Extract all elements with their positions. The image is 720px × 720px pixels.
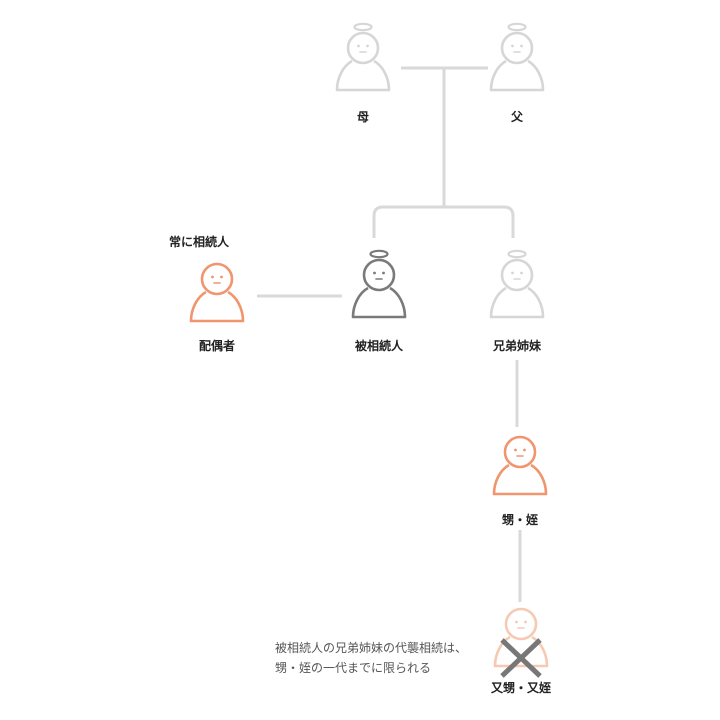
explanation-note-line2: 甥・姪の一代までに限られる bbox=[275, 661, 431, 675]
mother-figure bbox=[335, 22, 391, 92]
sibling-figure bbox=[489, 249, 545, 319]
person-figure-icon bbox=[189, 262, 245, 323]
spouse-label: 配偶者 bbox=[199, 338, 235, 353]
explanation-note-line1: 被相続人の兄弟姉妹の代襲相続は、 bbox=[275, 640, 467, 655]
sibling-label: 兄弟姉妹 bbox=[492, 338, 542, 353]
spouse-note: 常に相続人 bbox=[169, 234, 230, 249]
father-figure bbox=[489, 22, 545, 92]
mother-label: 母 bbox=[357, 110, 369, 124]
cross-icon bbox=[500, 638, 542, 678]
children-bracket-connector bbox=[372, 205, 515, 238]
angel-figure-icon bbox=[489, 249, 545, 319]
person-figure-icon bbox=[492, 435, 548, 496]
nephew-niece-label: 甥・姪 bbox=[502, 512, 538, 527]
decedent-figure bbox=[351, 249, 407, 319]
nephew-niece-figure bbox=[492, 435, 548, 496]
spouse-figure bbox=[189, 262, 245, 323]
grand-nephew-niece-label: 又甥・又姪 bbox=[490, 680, 551, 695]
angel-figure-icon bbox=[489, 22, 545, 92]
angel-figure-icon bbox=[351, 249, 407, 319]
father-label: 父 bbox=[510, 110, 524, 124]
decedent-label: 被相続人 bbox=[355, 338, 404, 353]
connectors bbox=[257, 66, 522, 602]
angel-figure-icon bbox=[335, 22, 391, 92]
